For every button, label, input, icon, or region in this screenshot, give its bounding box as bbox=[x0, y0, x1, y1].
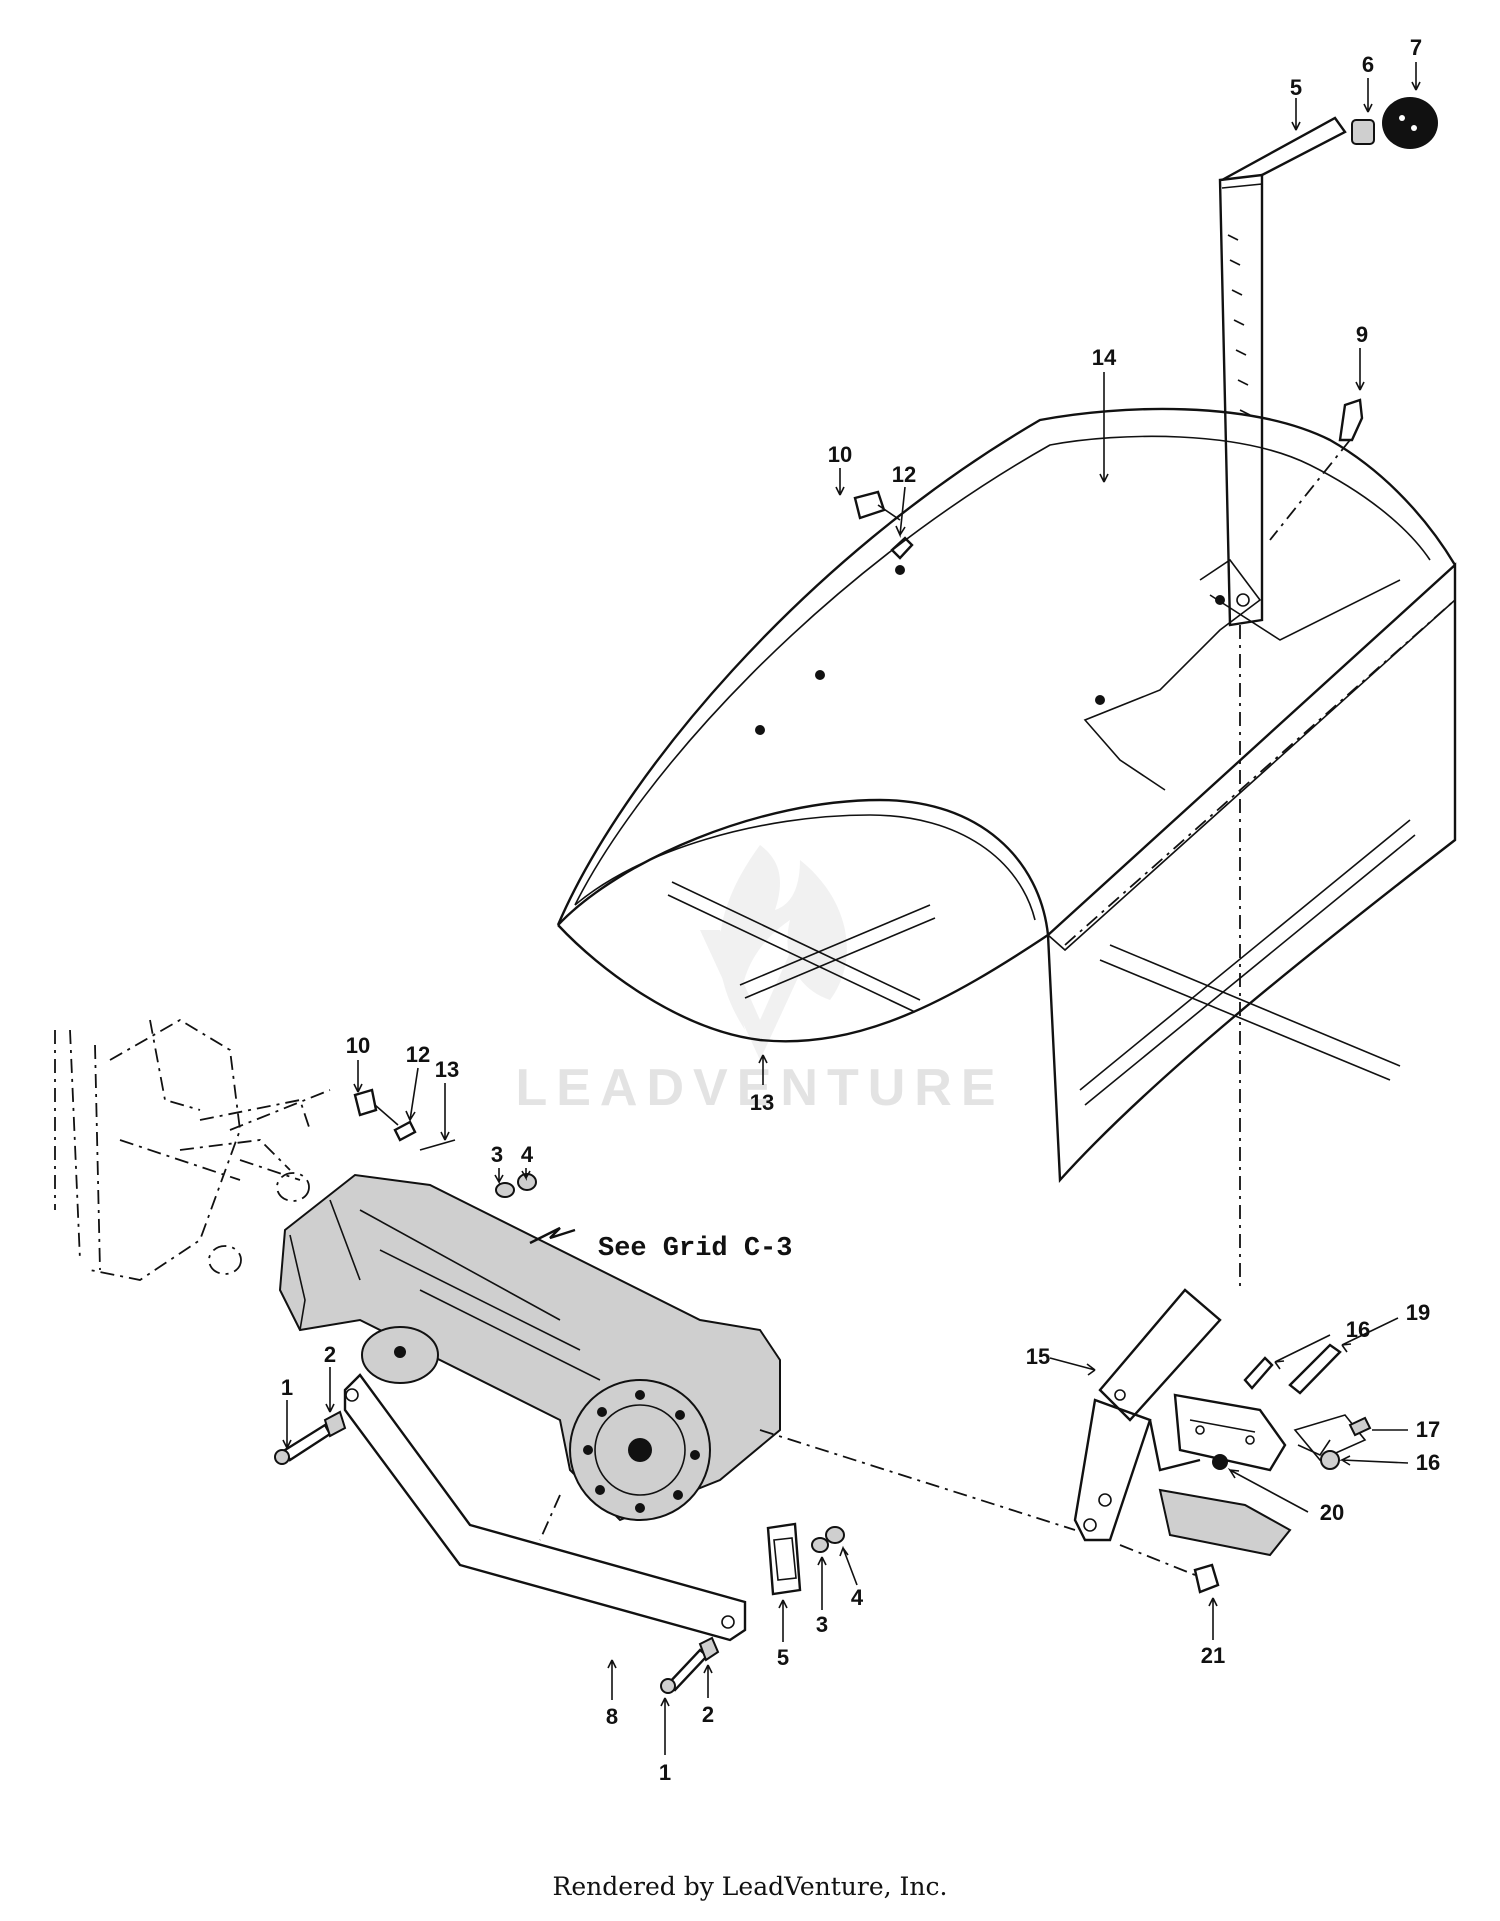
watermark-text: LEADVENTURE bbox=[515, 1059, 1004, 1117]
callout-3-upper: 3 bbox=[491, 1142, 503, 1167]
upper-bolt-10 bbox=[853, 490, 914, 560]
callout-12-top: 12 bbox=[892, 462, 916, 487]
callout-2-bottom: 2 bbox=[702, 1702, 714, 1727]
watermark-logo bbox=[700, 845, 847, 1060]
centerline bbox=[759, 1429, 1076, 1531]
callout-1-bottom: 1 bbox=[659, 1760, 671, 1785]
callout-4-lower: 4 bbox=[851, 1585, 864, 1610]
footer-credit: Rendered by LeadVenture, Inc. bbox=[552, 1872, 948, 1901]
callout-9: 9 bbox=[1356, 322, 1368, 347]
depth-bar bbox=[1218, 97, 1438, 1290]
callout-7: 7 bbox=[1410, 35, 1422, 60]
callout-6: 6 bbox=[1362, 52, 1374, 77]
callout-1-left: 1 bbox=[281, 1375, 293, 1400]
callout-13-top: 13 bbox=[750, 1090, 774, 1115]
callout-10-top: 10 bbox=[828, 442, 852, 467]
lower-plate-5 bbox=[766, 1522, 845, 1596]
callout-20: 20 bbox=[1320, 1500, 1344, 1525]
transmission-housing bbox=[278, 1173, 781, 1522]
callout-5-lower: 5 bbox=[777, 1645, 789, 1670]
callout-3-lower: 3 bbox=[816, 1612, 828, 1637]
hitch-bracket bbox=[1073, 1288, 1372, 1594]
callout-19: 19 bbox=[1406, 1300, 1430, 1325]
hardware-1-2 bbox=[274, 1410, 720, 1694]
tine-shield bbox=[556, 407, 1457, 1183]
callout-21: 21 bbox=[1201, 1643, 1225, 1668]
callout-10-lower: 10 bbox=[346, 1033, 370, 1058]
callout-16-upper: 16 bbox=[1346, 1317, 1370, 1342]
callout-5-top: 5 bbox=[1290, 75, 1302, 100]
callout-4-upper: 4 bbox=[521, 1142, 534, 1167]
tiller-frame-background bbox=[54, 1018, 331, 1281]
lower-bolt-10 bbox=[353, 1088, 456, 1151]
tie-bar bbox=[343, 1373, 747, 1642]
callout-12-lower: 12 bbox=[406, 1042, 430, 1067]
callout-2-left: 2 bbox=[324, 1342, 336, 1367]
callout-17: 17 bbox=[1416, 1417, 1440, 1442]
callout-13-lower: 13 bbox=[435, 1057, 459, 1082]
callout-16-lower: 16 bbox=[1416, 1450, 1440, 1475]
callout-8: 8 bbox=[606, 1704, 618, 1729]
callout-labels: 5 6 7 9 14 10 12 13 10 12 13 3 4 1 2 8 1… bbox=[281, 35, 1440, 1785]
leader-arrows bbox=[282, 62, 1421, 1755]
callout-14: 14 bbox=[1092, 345, 1117, 370]
callout-15: 15 bbox=[1026, 1344, 1050, 1369]
upper-washer-nut bbox=[495, 1173, 576, 1245]
grid-reference-note: See Grid C-3 bbox=[598, 1234, 792, 1264]
